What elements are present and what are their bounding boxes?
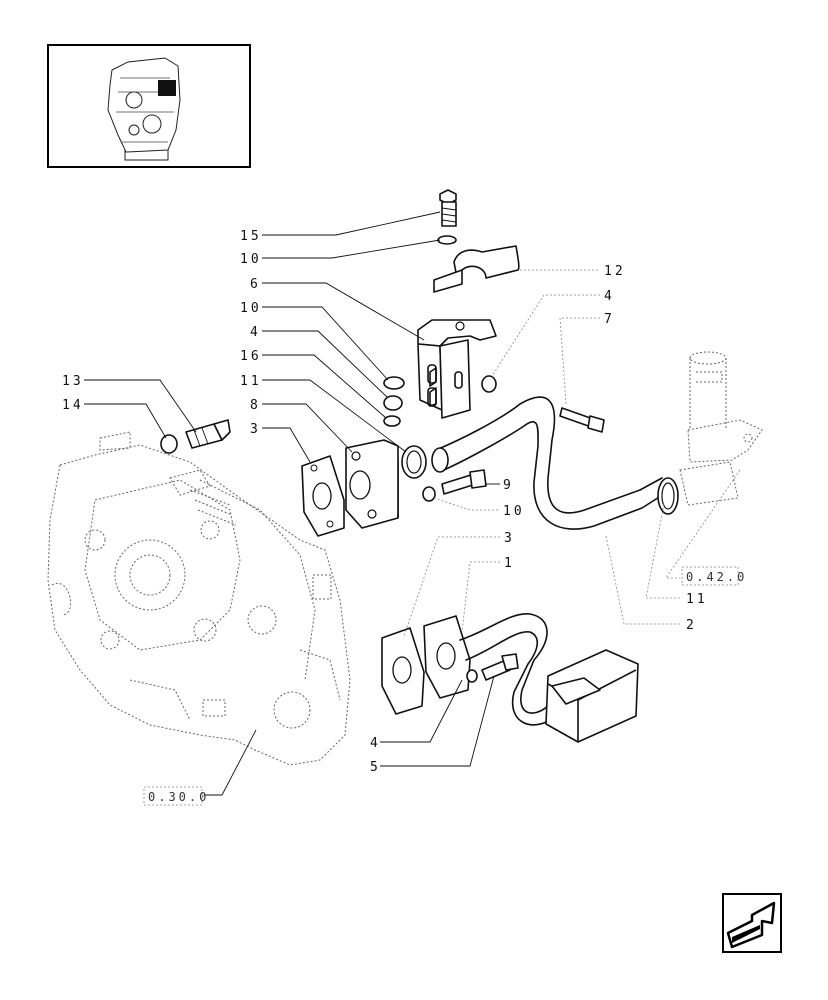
callout-1[interactable]: 1 <box>504 556 515 571</box>
callout-3[interactable]: 3 <box>250 422 261 437</box>
callout-12[interactable]: 12 <box>604 264 626 279</box>
callout-4[interactable]: 4 <box>250 325 261 340</box>
engine-location-thumbnail[interactable] <box>47 44 251 168</box>
washer-10-lower <box>422 486 436 502</box>
callout-4[interactable]: 4 <box>604 289 615 304</box>
arrow-next-page-icon <box>722 893 782 953</box>
callout-8[interactable]: 8 <box>250 398 261 413</box>
callout-2[interactable]: 2 <box>686 618 697 633</box>
bolt-15 <box>439 189 457 227</box>
callout-5[interactable]: 5 <box>370 760 381 775</box>
callout-3[interactable]: 3 <box>504 531 515 546</box>
washer-4-lower <box>466 669 478 683</box>
oil-pipe-1 <box>423 613 639 743</box>
callout-4[interactable]: 4 <box>370 736 381 751</box>
callout-9[interactable]: 9 <box>503 478 514 493</box>
gasket-3-lower <box>381 627 425 715</box>
washer-4-right <box>481 375 497 393</box>
bolt-5 <box>481 653 519 681</box>
callout-13[interactable]: 13 <box>62 374 84 389</box>
reference-link-0-30-0[interactable]: 0.30.0 <box>143 786 209 806</box>
callout-10[interactable]: 10 <box>503 504 525 519</box>
bracket-6 <box>417 319 497 419</box>
nut-16 <box>383 395 403 411</box>
pump-assembly-outline <box>679 351 763 506</box>
callout-10[interactable]: 10 <box>240 301 262 316</box>
callout-11[interactable]: 11 <box>240 374 262 389</box>
leader-lines <box>84 211 741 796</box>
flange-8 <box>345 439 399 529</box>
reference-label: 0.42.0 <box>686 570 747 584</box>
engine-location-thumbnail-icon <box>107 57 181 161</box>
callout-11[interactable]: 11 <box>686 592 708 607</box>
reference-link-0-42-0[interactable]: 0.42.0 <box>681 566 747 586</box>
o-ring-11 <box>401 445 427 479</box>
oil-pipe-2 <box>431 396 679 530</box>
clamp-12 <box>433 245 520 293</box>
callout-6[interactable]: 6 <box>250 277 261 292</box>
callout-7[interactable]: 7 <box>604 312 615 327</box>
fitting-13 <box>185 419 231 449</box>
engine-housing-outline <box>47 431 351 766</box>
bolt-9 <box>441 469 487 495</box>
washer-10-top <box>437 235 457 245</box>
next-page-button[interactable] <box>722 893 782 953</box>
reference-label: 0.30.0 <box>148 790 209 804</box>
callout-labels: 15 10 6 10 4 16 11 8 3 13 14 12 4 7 9 10… <box>62 229 708 775</box>
washer-10 <box>383 376 405 390</box>
gasket-3 <box>301 455 345 537</box>
seal-14 <box>160 434 178 454</box>
callout-14[interactable]: 14 <box>62 398 84 413</box>
washer-4 <box>383 415 401 427</box>
callout-16[interactable]: 16 <box>240 349 262 364</box>
callout-10[interactable]: 10 <box>240 252 262 267</box>
callout-15[interactable]: 15 <box>240 229 262 244</box>
bolt-7 <box>559 407 605 433</box>
